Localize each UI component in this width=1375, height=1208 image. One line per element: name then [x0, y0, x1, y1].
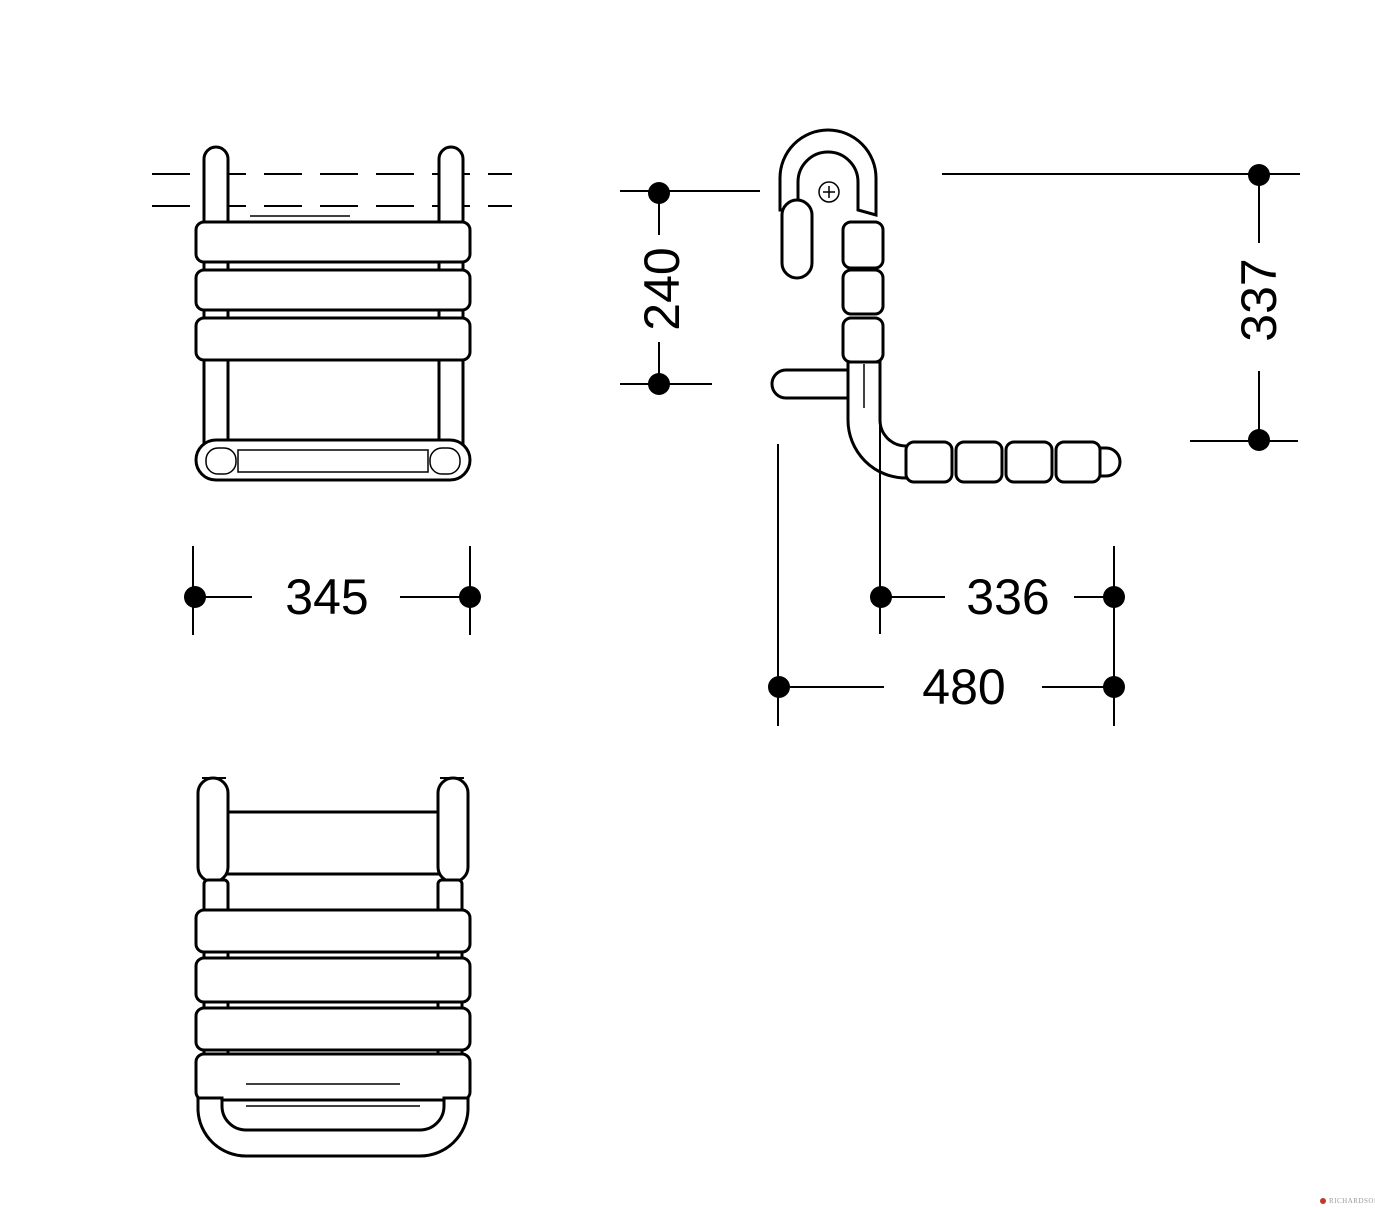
- side-horizontal-segment-4: [1054, 440, 1102, 484]
- dimension-240: 240: [620, 182, 760, 395]
- wall-hook: [778, 128, 878, 217]
- top-bracket-frame: [218, 810, 448, 876]
- front-slat-3: [194, 316, 472, 362]
- side-horizontal-segment-3: [1004, 440, 1054, 484]
- dim-dot: [1248, 164, 1270, 186]
- front-bottom-cap-left: [205, 447, 237, 475]
- side-end-cap: [1098, 446, 1122, 478]
- top-slat-1: [194, 908, 472, 954]
- top-front-tube: [196, 1096, 470, 1158]
- dim-dot: [768, 676, 790, 698]
- dimension-480: 480: [768, 444, 1125, 726]
- top-slat-3: [194, 1006, 472, 1052]
- top-left-hook: [196, 776, 230, 884]
- total-height-label: 337: [1231, 258, 1287, 341]
- total-depth-label: 480: [922, 659, 1005, 715]
- top-view: [194, 776, 472, 1158]
- dim-dot: [184, 586, 206, 608]
- watermark-text: RICHARDSON: [1329, 1197, 1375, 1205]
- side-horizontal-segment-1: [904, 440, 954, 484]
- top-slat-4: [194, 1052, 472, 1102]
- front-right-post: [437, 145, 465, 479]
- dimension-336: 336: [870, 364, 1125, 726]
- hook-end-pad: [780, 198, 814, 280]
- dim-dot: [648, 182, 670, 204]
- dimension-345: 345: [184, 546, 481, 635]
- brand-watermark: RICHARDSON: [1320, 1197, 1375, 1205]
- dim-dot: [459, 586, 481, 608]
- wall-bracket: [770, 368, 860, 400]
- screw-icon: [818, 181, 840, 203]
- dim-dot: [870, 586, 892, 608]
- side-vertical-segment-3: [841, 316, 885, 364]
- front-bottom-tube: [237, 449, 429, 473]
- top-right-hook: [436, 776, 470, 884]
- front-left-post: [202, 145, 230, 479]
- top-slat-2: [194, 956, 472, 1004]
- seat-depth-label: 336: [966, 569, 1049, 625]
- front-bottom-cap-right: [429, 447, 461, 475]
- side-height-label: 240: [634, 247, 690, 330]
- front-slat-1: [194, 220, 472, 264]
- front-view: [152, 145, 512, 482]
- dim-dot: [1103, 586, 1125, 608]
- side-vertical-segment-1: [841, 220, 885, 270]
- dim-dot: [1248, 429, 1270, 451]
- dimension-337: 337: [942, 164, 1300, 451]
- side-horizontal-segment-2: [954, 440, 1004, 484]
- side-view: [770, 128, 1122, 484]
- side-vertical-segment-2: [841, 268, 885, 316]
- front-bottom-bar: [194, 438, 472, 482]
- dim-dot: [648, 373, 670, 395]
- brand-logo-icon: [1320, 1198, 1326, 1204]
- dim-dot: [1103, 676, 1125, 698]
- front-width-label: 345: [285, 569, 368, 625]
- front-slat-2: [194, 268, 472, 312]
